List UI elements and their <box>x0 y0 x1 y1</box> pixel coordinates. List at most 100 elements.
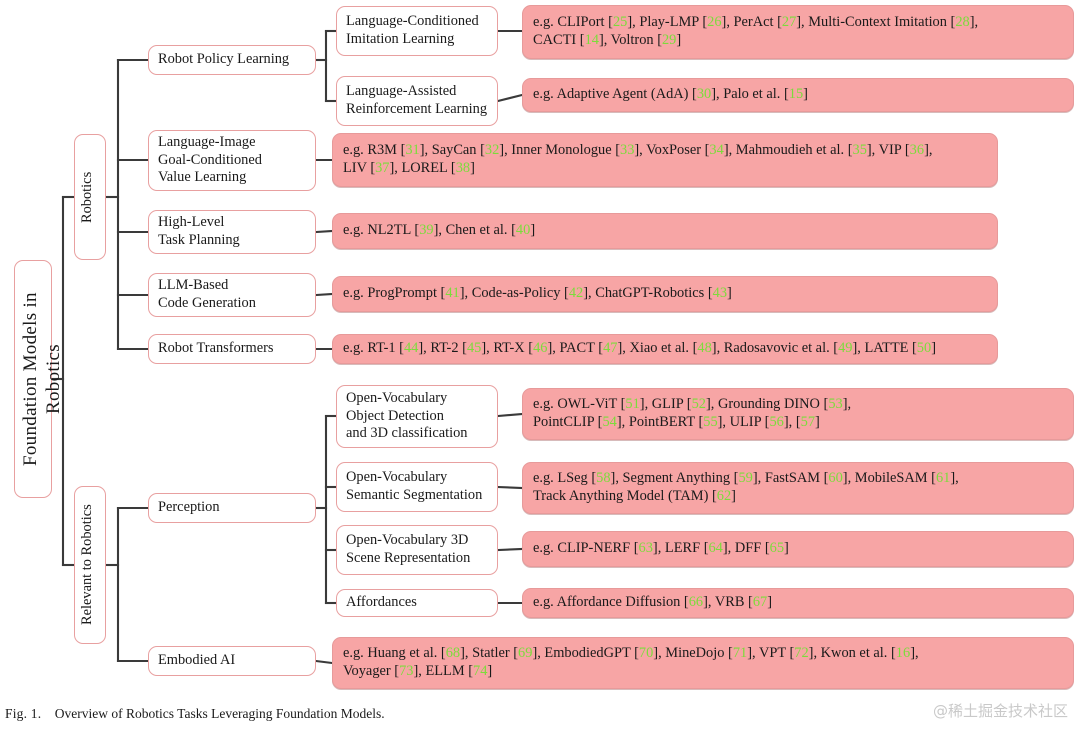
figure-caption-text: Overview of Robotics Tasks Leveraging Fo… <box>54 706 385 721</box>
citation-ref[interactable]: 56 <box>769 414 784 430</box>
examples-open-vocabulary-object-detection[interactable]: e.g. OWL-ViT [51], GLIP [52], Grounding … <box>522 388 1074 440</box>
citation-ref[interactable]: 14 <box>584 32 599 48</box>
examples-affordances[interactable]: e.g. Affordance Diffusion [66], VRB [67] <box>522 588 1074 618</box>
citation-ref[interactable]: 74 <box>473 663 488 679</box>
citation-ref[interactable]: 48 <box>697 340 712 357</box>
subcategory-label: Affordances <box>346 594 417 611</box>
citation-ref[interactable]: 32 <box>484 142 500 159</box>
citation-ref[interactable]: 70 <box>638 645 654 662</box>
citation-ref[interactable]: 72 <box>794 645 809 662</box>
examples-language-conditioned-imitation-learning[interactable]: e.g. CLIPort [25], Play-LMP [26], PerAct… <box>522 5 1074 59</box>
citation-ref[interactable]: 35 <box>852 142 867 159</box>
category-robot-policy-learning[interactable]: Robot Policy Learning <box>148 45 316 75</box>
citation-ref[interactable]: 59 <box>738 470 753 487</box>
citation-ref[interactable]: 46 <box>533 340 548 357</box>
watermark: @稀土掘金技术社区 <box>932 702 1068 720</box>
citation-ref[interactable]: 55 <box>703 414 718 430</box>
examples-embodied-ai[interactable]: e.g. Huang et al. [68], Statler [69], Em… <box>332 637 1074 689</box>
citation-ref[interactable]: 73 <box>399 663 414 679</box>
citation-ref[interactable]: 57 <box>800 414 816 430</box>
top-rule <box>0 0 1080 1</box>
citation-ref[interactable]: 52 <box>691 396 706 413</box>
citation-ref[interactable]: 41 <box>445 285 460 302</box>
citation-ref[interactable]: 31 <box>405 142 420 159</box>
citation-ref[interactable]: 25 <box>612 14 628 31</box>
examples-open-vocabulary-semantic-segmentation[interactable]: e.g. LSeg [58], Segment Anything [59], F… <box>522 462 1074 514</box>
citation-ref[interactable]: 60 <box>828 470 843 487</box>
citation-ref[interactable]: 28 <box>955 14 970 31</box>
figure-caption: Fig. 1. Overview of Robotics Tasks Lever… <box>5 706 385 722</box>
citation-ref[interactable]: 53 <box>828 396 843 413</box>
examples-robot-transformers[interactable]: e.g. RT-1 [44], RT-2 [45], RT-X [46], PA… <box>332 334 998 364</box>
category-perception[interactable]: Perception <box>148 493 316 523</box>
example-text: e.g. NL2TL [39], Chen et al. [40] <box>343 222 536 239</box>
citation-ref[interactable]: 66 <box>688 594 704 611</box>
example-text: e.g. OWL-ViT [51], GLIP [52], Grounding … <box>533 396 852 430</box>
citation-ref[interactable]: 71 <box>732 645 748 662</box>
citation-ref[interactable]: 26 <box>707 14 722 31</box>
subcategory-affordances[interactable]: Affordances <box>336 589 498 617</box>
citation-ref[interactable]: 64 <box>708 540 723 557</box>
citation-ref[interactable]: 34 <box>709 142 724 159</box>
citation-ref[interactable]: 50 <box>916 340 932 357</box>
citation-ref[interactable]: 54 <box>602 414 617 430</box>
root-node-foundation-models[interactable]: Foundation Models in Robotics <box>14 260 65 498</box>
category-robot-transformers[interactable]: Robot Transformers <box>148 334 316 364</box>
citation-ref[interactable]: 51 <box>625 396 640 413</box>
citation-ref[interactable]: 61 <box>935 470 951 487</box>
citation-ref[interactable]: 45 <box>466 340 482 357</box>
example-text: e.g. CLIP-NERF [63], LERF [64], DFF [65] <box>533 540 789 557</box>
examples-open-vocabulary-3d-scene-representation[interactable]: e.g. CLIP-NERF [63], LERF [64], DFF [65] <box>522 531 1074 567</box>
citation-ref[interactable]: 30 <box>696 86 712 103</box>
citation-ref[interactable]: 38 <box>455 160 471 176</box>
citation-ref[interactable]: 68 <box>445 645 461 662</box>
citation-ref[interactable]: 40 <box>515 222 531 239</box>
citation-ref[interactable]: 49 <box>838 340 853 357</box>
branch-node-robotics[interactable]: Robotics <box>74 134 106 260</box>
example-text: e.g. Huang et al. [68], Statler [69], Em… <box>343 645 919 679</box>
example-text: e.g. Affordance Diffusion [66], VRB [67] <box>533 594 773 611</box>
examples-language-assisted-reinforcement-learning[interactable]: e.g. Adaptive Agent (AdA) [30], Palo et … <box>522 78 1074 112</box>
citation-ref[interactable]: 39 <box>419 222 434 239</box>
citation-ref[interactable]: 16 <box>895 645 911 662</box>
citation-ref[interactable]: 29 <box>661 32 677 48</box>
category-embodied-ai[interactable]: Embodied AI <box>148 646 316 676</box>
examples-language-image-value-learning[interactable]: e.g. R3M [31], SayCan [32], Inner Monolo… <box>332 133 998 187</box>
citation-ref[interactable]: 58 <box>596 470 611 487</box>
root-node-label: Foundation Models in Robotics <box>20 292 65 466</box>
citation-ref[interactable]: 62 <box>716 488 732 504</box>
branch-node-relevant-to-robotics[interactable]: Relevant to Robotics <box>74 486 106 644</box>
category-label: Robot Policy Learning <box>158 51 290 68</box>
citation-ref[interactable]: 44 <box>403 340 419 357</box>
citation-ref[interactable]: 47 <box>603 340 618 357</box>
examples-llm-based-code-generation[interactable]: e.g. ProgPrompt [41], Code-as-Policy [42… <box>332 276 998 312</box>
citation-ref[interactable]: 67 <box>752 594 768 611</box>
citation-ref[interactable]: 69 <box>518 645 533 662</box>
example-text: e.g. R3M [31], SayCan [32], Inner Monolo… <box>343 142 933 176</box>
citation-ref[interactable]: 36 <box>909 142 925 159</box>
citation-ref[interactable]: 43 <box>712 285 728 302</box>
citation-ref[interactable]: 33 <box>620 142 635 159</box>
examples-high-level-task-planning[interactable]: e.g. NL2TL [39], Chen et al. [40] <box>332 213 998 249</box>
citation-ref[interactable]: 63 <box>638 540 653 557</box>
citation-ref[interactable]: 27 <box>781 14 797 31</box>
citation-ref[interactable]: 15 <box>788 86 804 103</box>
citation-ref[interactable]: 65 <box>769 540 785 557</box>
citation-ref[interactable]: 37 <box>375 160 390 176</box>
citation-ref[interactable]: 42 <box>568 285 584 302</box>
